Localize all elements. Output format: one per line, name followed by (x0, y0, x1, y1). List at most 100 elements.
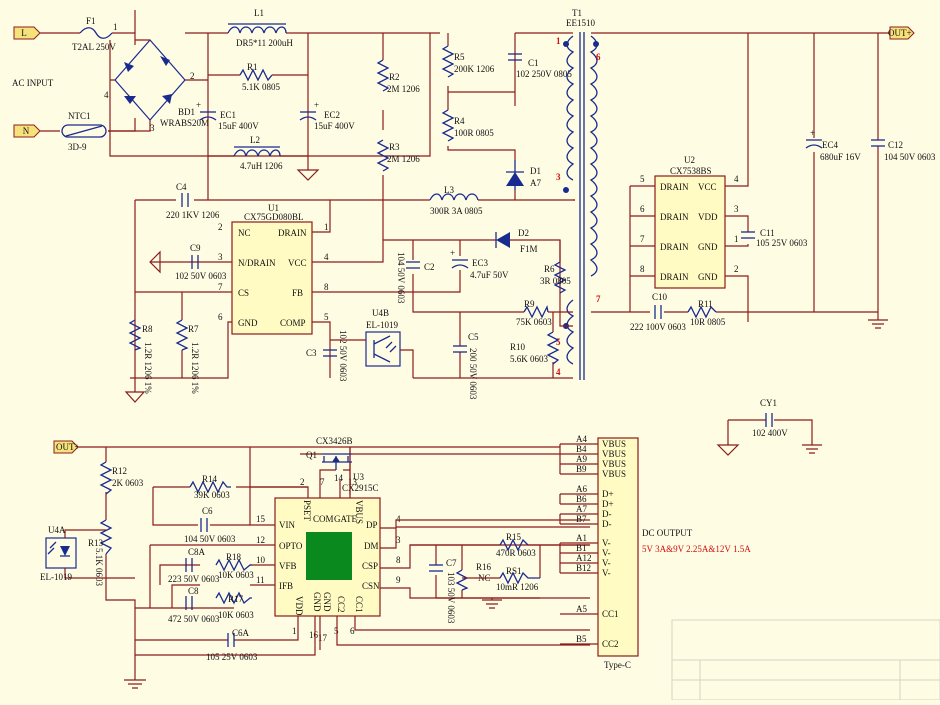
u3-cc1: CC1 (354, 596, 364, 613)
r3-label: R3 (389, 142, 400, 152)
r18-value: 10K 0603 (218, 570, 254, 580)
title-block (671, 619, 940, 701)
r1-label: R1 (247, 62, 258, 72)
resistor-r15 (499, 538, 529, 552)
u2-pin4: 4 (734, 174, 739, 184)
r14-value: 39K 0603 (194, 490, 230, 500)
bridge-rectifier-bd1 (114, 39, 186, 121)
fuse-f1 (79, 27, 113, 39)
ec2-value: 15uF 400V (314, 121, 355, 131)
t1-pin6: 6 (596, 52, 601, 62)
ground-symbol-u1 (149, 250, 161, 274)
ec4-label: EC4 (822, 140, 839, 150)
u3-name: U3 (353, 472, 364, 482)
ground-symbol-primary (124, 391, 146, 403)
c7-value: 103 50V 0603 (446, 572, 456, 624)
d2-value: F1M (520, 244, 538, 254)
resistor-r1 (239, 68, 273, 82)
r7-label: R7 (188, 324, 199, 334)
n-terminal (13, 124, 41, 138)
ground-symbol (296, 169, 320, 181)
l-terminal-label: L (21, 28, 27, 38)
r8-label: R8 (142, 324, 153, 334)
r11-value: 10R 0805 (690, 317, 726, 327)
svg-text:+: + (810, 128, 815, 138)
c4-value: 220 1KV 1206 (166, 210, 220, 220)
ntc1-label: NTC1 (68, 111, 91, 121)
u1-cs: CS (238, 288, 249, 298)
u3-pin9: 9 (396, 575, 401, 585)
typec-pin-label: CC2 (602, 639, 619, 649)
ec3-value: 4.7uF 50V (470, 270, 509, 280)
typec-pin-label: CC1 (602, 609, 619, 619)
u3-thermal-pad (306, 532, 352, 580)
r9-value: 75K 0603 (516, 317, 552, 327)
u1-pin8: 8 (324, 282, 329, 292)
f1-value: T2AL 250V (72, 42, 116, 52)
t1-pin3: 3 (556, 172, 561, 182)
bd1-pin4: 4 (104, 90, 109, 100)
c3-label: C3 (306, 348, 317, 358)
ec1-value: 15uF 400V (218, 121, 259, 131)
c12-label: C12 (888, 140, 903, 150)
t1-pin1: 1 (556, 36, 561, 46)
ground-symbol-output (868, 319, 888, 329)
c8-label: C8 (188, 586, 199, 596)
typec-pin-number: B9 (576, 464, 587, 474)
c4-label: C4 (176, 182, 187, 192)
u1-pin4: 4 (324, 252, 329, 262)
u4a-label: U4A (48, 525, 66, 535)
u2-name: U2 (684, 155, 695, 165)
ec2-label: EC2 (324, 110, 340, 120)
l1-value: DR5*11 200uH (236, 38, 293, 48)
t1-pin7: 7 (596, 294, 601, 304)
resistor-r18 (215, 558, 252, 572)
typec-pin-number: A6 (576, 484, 587, 494)
c9-value: 102 50V 0603 (175, 271, 227, 281)
u3-pin15: 15 (256, 514, 266, 524)
resistor-r12 (99, 461, 113, 495)
u2-drain-3: DRAIN (660, 242, 689, 252)
resistor-r5 (441, 45, 455, 78)
typec-pin-label: V- (602, 538, 611, 548)
u3-pin7: 7 (320, 477, 325, 487)
usb-typec-connector: Type-C DC OUTPUT 5V 3A&9V 2.25A&12V 1.5A… (559, 434, 751, 670)
l3-value: 300R 3A 0805 (430, 206, 483, 216)
typec-pin-label: D+ (602, 499, 614, 509)
u1-pin6: 6 (218, 312, 223, 322)
u2-pin3: 3 (734, 204, 739, 214)
capacitor-ec4: + (805, 128, 823, 149)
svg-text:+: + (196, 100, 201, 110)
bd1-value: WRABS20M (160, 118, 209, 128)
ground-symbol-csp (482, 598, 502, 609)
typec-pin-label: V- (602, 548, 611, 558)
capacitor-c1 (508, 53, 522, 61)
bd1-pin2: 2 (190, 71, 195, 81)
capacitor-c8 (185, 596, 193, 610)
c2-label: C2 (424, 262, 435, 272)
cy1-label: CY1 (760, 398, 777, 408)
u1-part: CX75GD080BL (244, 212, 304, 222)
r7-value: 1.2R 1206 1% (190, 342, 200, 394)
resistor-r13 (99, 519, 113, 555)
ic-u2: U2 CX7538BS DRAIN VCC DRAIN VDD DRAIN GN… (629, 33, 808, 332)
typec-pin-number: B6 (576, 494, 587, 504)
ec1-label: EC1 (220, 110, 236, 120)
u1-pin3: 3 (218, 252, 223, 262)
transformer-t1: T1 EE1510 1 6 3 5 4 7 (413, 8, 890, 380)
d1-value: A7 (530, 178, 541, 188)
r15-value: 470R 0603 (496, 548, 536, 558)
u2-drain-4: DRAIN (660, 272, 689, 282)
u3-pin8: 8 (396, 555, 401, 565)
c6a-label: C6A (232, 628, 250, 638)
rs1-value: 10mR 1206 (496, 582, 539, 592)
q1-label: Q1 (306, 450, 317, 460)
u1-pin2: 2 (218, 222, 223, 232)
capacitor-c7 (429, 564, 443, 572)
resistor-r7 (175, 319, 189, 351)
u3-pin11: 11 (256, 575, 265, 585)
c8a-label: C8A (188, 547, 206, 557)
u3-pin6: 6 (350, 626, 355, 636)
